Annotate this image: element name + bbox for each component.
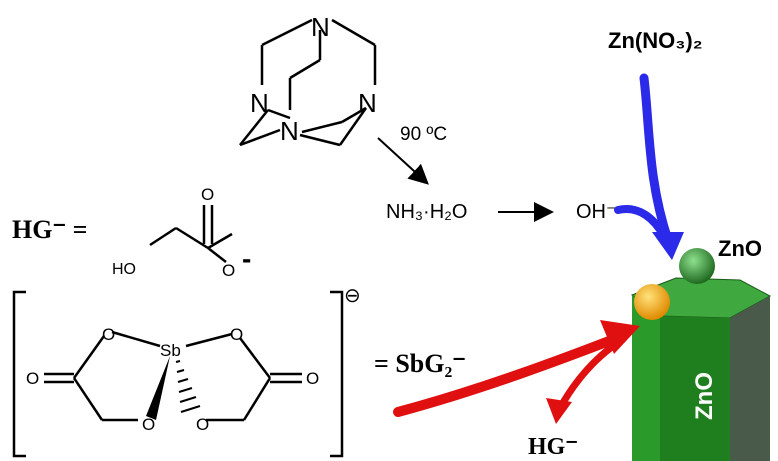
zinc-nitrate-label: Zn(NO₃)₂	[608, 28, 702, 53]
temperature-label: 90 ºC	[400, 124, 447, 145]
prism-front-face	[632, 295, 660, 461]
arrow-hmt-to-ammonia	[377, 137, 429, 185]
prism-right-face	[730, 296, 770, 461]
atom-o-upper-right: O	[230, 325, 243, 344]
zno-particle-label: ZnO	[718, 236, 762, 261]
zno-rod-label: ZnO	[691, 372, 718, 420]
red-arrow-to-zno	[393, 331, 627, 417]
hexamine-structure	[239, 18, 377, 147]
sbg2-adsorbed-sphere	[634, 284, 670, 320]
ammonia-label: NH₃·H₂O	[386, 201, 467, 223]
red-arrows	[393, 320, 640, 424]
atom-o-lower-right: O	[196, 415, 209, 434]
glycolate-o-top: O	[201, 185, 214, 204]
complex-charge: ⊖	[344, 285, 361, 307]
atom-n-left: N	[250, 88, 269, 118]
glycolate-minus: -	[242, 243, 251, 274]
hexamine-atoms: N N N N	[250, 12, 377, 146]
blue-arrow-from-zinc-nitrate	[639, 73, 673, 245]
complex-brackets	[12, 290, 344, 458]
atom-o-lower-left: O	[142, 415, 155, 434]
released-hg-label: HG⁻	[528, 434, 578, 460]
zno-particle-sphere	[679, 248, 715, 284]
prism-middle-face	[660, 316, 730, 461]
glycolate-o-minus: O	[222, 261, 235, 280]
hydroxide-label: OH⁻	[576, 201, 617, 223]
red-arrowhead-to-zno	[600, 320, 640, 354]
glycolate-structure	[149, 205, 233, 263]
atom-o-carbonyl-left: O	[26, 369, 39, 388]
complex-atoms: O Sb O O O O O	[26, 325, 319, 434]
atom-sb: Sb	[160, 341, 181, 360]
wedge-bond	[146, 356, 170, 420]
complex-bonds	[44, 330, 302, 422]
atom-n-top: N	[311, 12, 330, 42]
glycolate-oh: HO	[112, 261, 136, 278]
blue-arrows	[614, 73, 684, 260]
atom-o-carbonyl-right: O	[306, 369, 319, 388]
glycolate-label: HG⁻ =	[12, 215, 88, 244]
hashed-bond	[175, 360, 201, 413]
sbg2-label: = SbG₂⁻	[374, 349, 466, 378]
red-arrowhead-release	[546, 398, 572, 424]
blue-arrowhead	[652, 232, 684, 260]
atom-n-right: N	[358, 88, 377, 118]
atom-o-upper-left: O	[102, 325, 115, 344]
atom-n-bottom: N	[280, 116, 299, 146]
